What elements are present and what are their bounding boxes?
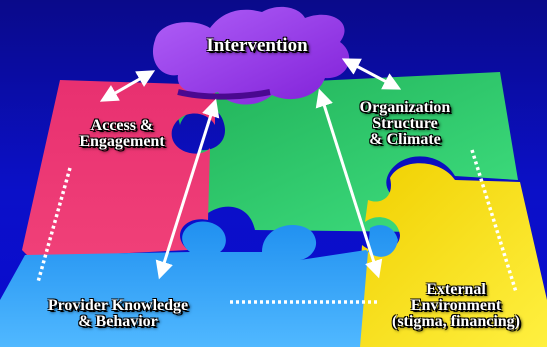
intervention-shadow [177, 89, 271, 100]
external-label-line-3: (stigma, financing) [392, 313, 520, 330]
intervention-puzzle-piece [152, 6, 350, 105]
external-label-line-2: Environment [410, 297, 502, 314]
provider-label-line-1: Provider Knowledge [47, 297, 189, 314]
intervention-provider-arrow [155, 98, 220, 280]
intervention-label: Intervention [182, 36, 332, 55]
access-label-line-2: Engagement [79, 133, 165, 150]
organization-label: Organization Structure & Climate [340, 100, 470, 148]
provider-puzzle-piece [0, 221, 398, 347]
intervention-organization-arrow [341, 58, 402, 90]
access-label-line-1: Access & [90, 117, 154, 134]
organization-label-line-1: Organization [359, 99, 451, 116]
external-label-line-1: External [426, 281, 486, 298]
external-puzzle-piece [355, 163, 547, 347]
organization-label-line-3: & Climate [369, 131, 441, 148]
access-engagement-label: Access & Engagement [62, 118, 182, 150]
intervention-access-arrow [99, 70, 156, 102]
access-provider-dotted-connector [36, 167, 72, 283]
intervention-label-line: Intervention [206, 35, 308, 56]
organization-external-dotted-connector [470, 149, 518, 293]
provider-label-line-2: & Behavior [78, 313, 158, 330]
external-label: External Environment (stigma, financing) [370, 282, 542, 330]
provider-label: Provider Knowledge & Behavior [18, 298, 218, 330]
organization-label-line-2: Structure [372, 115, 438, 132]
intervention-external-arrow [315, 88, 383, 279]
